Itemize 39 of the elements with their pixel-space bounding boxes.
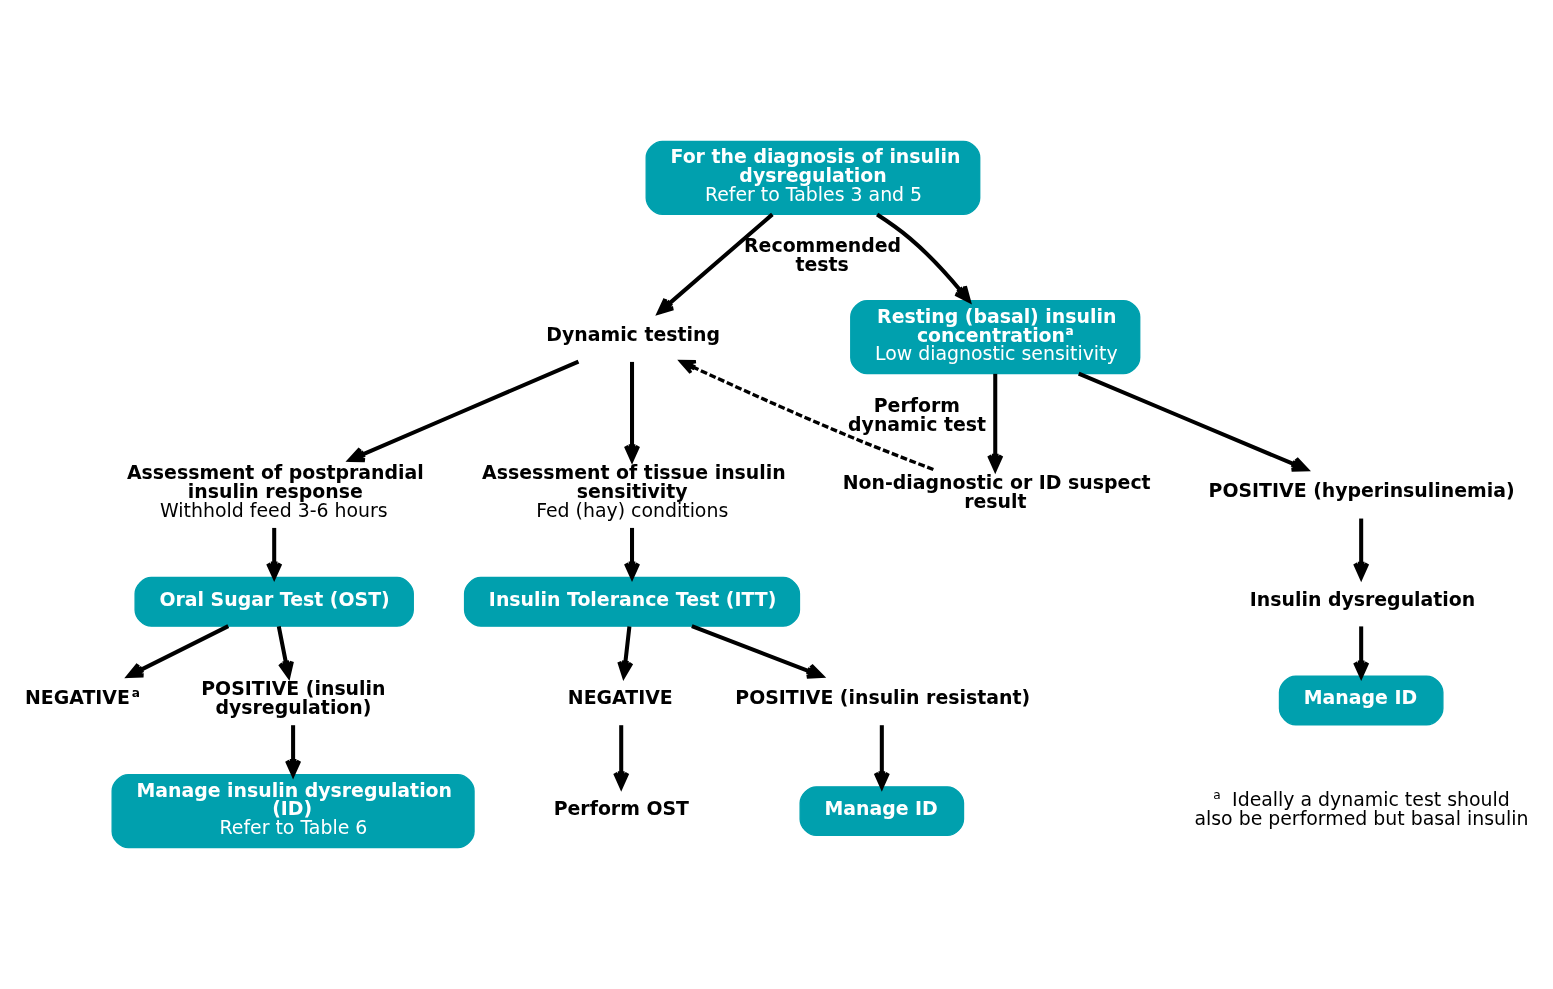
- arrow: [1353, 626, 1370, 679]
- node-text: POSITIVE (insulin dysregulation): [201, 677, 386, 719]
- arrow: [623, 361, 641, 462]
- label: $^{a}$ Ideally a dynamic test should also be performed but basal insulin: [1194, 788, 1529, 829]
- node-box: Oral Sugar Test (OST): [134, 576, 414, 627]
- arrow: [876, 212, 971, 303]
- arrow: [613, 725, 630, 789]
- arrow: [276, 626, 294, 679]
- node-text: NEGATIVE: [567, 686, 673, 709]
- arrow: [873, 725, 890, 789]
- node-box: Manage insulin dysregulation (ID) Refer to Table 6: [111, 774, 475, 849]
- edge-label: Recommended tests: [744, 234, 902, 276]
- node-box: Manage ID: [1278, 675, 1444, 726]
- arrow: [679, 359, 934, 472]
- arrow: [285, 725, 302, 777]
- arrow: [623, 527, 641, 580]
- arrow: [691, 624, 824, 679]
- node-text: Assessment of tissue insulin sensitivity Fed (hay) conditions: [482, 461, 786, 522]
- arrow: [657, 212, 774, 315]
- node-text: POSITIVE (hyperinsulinemia): [1208, 479, 1515, 502]
- arrow: [1353, 518, 1370, 580]
- node-text: Non-diagnostic or ID suspect result: [842, 470, 1151, 512]
- node-text: POSITIVE (insulin resistant): [735, 686, 1031, 709]
- arrow: [126, 624, 230, 678]
- node-box: For the diagnosis of insulin dysregulation Refer to Tables 3 and 5: [645, 140, 981, 215]
- node-text: Dynamic testing: [546, 322, 720, 345]
- node-box: Manage ID: [799, 786, 965, 837]
- node-box: Insulin Tolerance Test (ITT): [463, 576, 801, 627]
- edge-label: Perform dynamic test: [848, 393, 987, 435]
- node-text: Assessment of postprandial insulin response Withhold feed 3-6 hours: [127, 461, 424, 522]
- arrow: [266, 527, 283, 580]
- node-text: Perform OST: [553, 796, 689, 819]
- node-text: Insulin dysregulation: [1249, 587, 1476, 610]
- arrow: [617, 626, 634, 679]
- node-box: Resting (basal) insulin concentration$^{a}$ Low diagnostic sensitivity: [850, 300, 1141, 375]
- arrow: [1077, 371, 1309, 472]
- arrow: [348, 359, 580, 463]
- node-text: NEGATIVE$^{a}$: [25, 686, 140, 709]
- arrow: [987, 373, 1004, 472]
